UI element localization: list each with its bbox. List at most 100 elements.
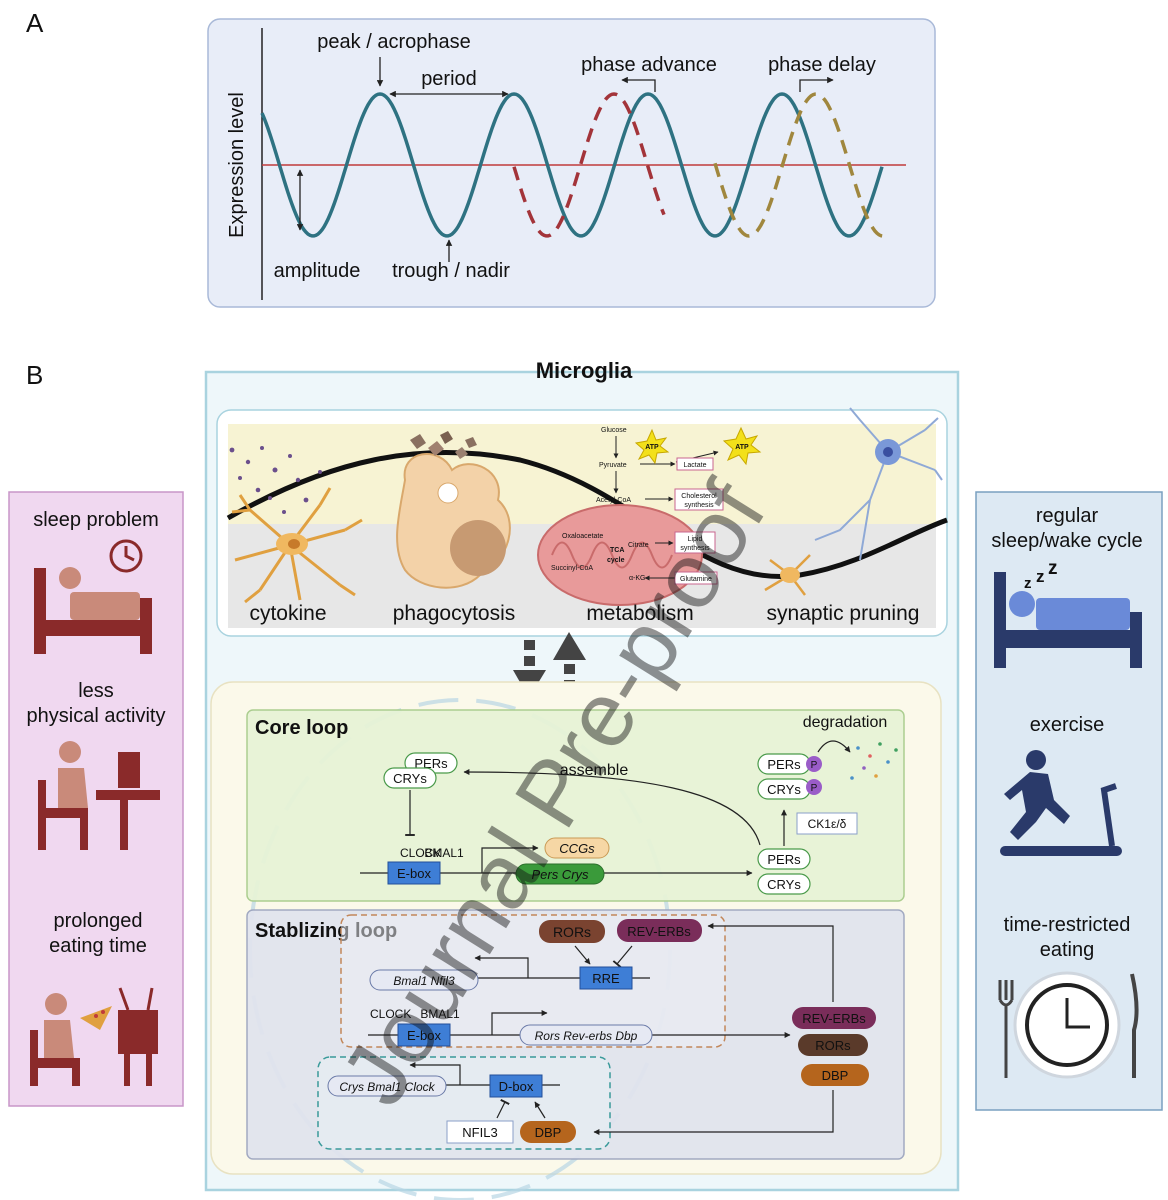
lactate-box (676, 457, 714, 471)
ebox2-arrow (491, 1010, 548, 1035)
atp-label-1: ATP (645, 444, 659, 451)
dbox-arrow (409, 1062, 461, 1085)
rre-label: RRE (592, 971, 620, 986)
y-axis-label: Expression level (226, 92, 248, 238)
feedback-arrow-top (707, 923, 834, 1002)
ebox-label: E-box (397, 866, 431, 881)
mitochondrion-icon (537, 504, 703, 606)
cytokine-dots (229, 446, 322, 514)
function-label-cytokine: cytokine (249, 602, 326, 625)
ror-module (340, 914, 726, 1048)
cycle-label: cycle (607, 557, 625, 564)
phase-advance-arrow (621, 76, 656, 92)
lactate-label: Lactate (684, 462, 707, 469)
exercise-icon (1000, 750, 1122, 856)
dbox-box (489, 1074, 543, 1098)
output-dbp-label: DBP (822, 1068, 849, 1083)
pers-pill-right (757, 848, 811, 870)
ebox-label-2: E-box (407, 1028, 441, 1043)
bmal1-nfil3-label: Bmal1 Nfil3 (393, 974, 455, 988)
crys-phos-label: CRYs (767, 782, 801, 797)
phase-delay-arrow (799, 76, 834, 92)
svg-text:z: z (1024, 575, 1032, 592)
glutamine-label: Glutamine (680, 576, 712, 583)
akg-label: α-KG (629, 575, 646, 582)
lipid-label-1: Lipid (688, 536, 703, 543)
glucose-label: Glucose (601, 427, 627, 434)
phase-delay-wave (713, 92, 891, 238)
oxaloacetate-label: Oxaloacetate (562, 533, 603, 540)
rev-erbs-inhibition (612, 945, 633, 968)
phosphate-label-1: P (811, 760, 818, 771)
period-label: period (421, 68, 477, 90)
rors-pill (539, 920, 605, 943)
pers-crys-label: Pers Crys (531, 867, 589, 882)
function-label-phagocytosis: phagocytosis (393, 602, 516, 625)
atp-star-2 (722, 426, 762, 466)
phase-delay-label: phase delay (768, 54, 876, 76)
microglia-cell-icon (231, 487, 363, 604)
acetyl-coa-label: Acetyl-CoA (596, 497, 631, 504)
physical-activity-icon (38, 741, 160, 850)
cholesterol-label-1: Cholesterol (681, 493, 717, 500)
sleep-problem-icon (34, 539, 152, 654)
lipid-label-2: synthesis (680, 545, 710, 552)
output-rors-label: RORs (815, 1038, 851, 1053)
glutamine-box (674, 571, 718, 585)
protector-exercise: exercise (1030, 714, 1104, 736)
core-loop-title: Core loop (255, 717, 348, 739)
assemble-label: assemble (560, 762, 629, 779)
pers-label-right: PERs (767, 852, 801, 867)
dbp-pill (520, 1121, 576, 1143)
function-label-synaptic-pruning: synaptic pruning (767, 602, 920, 625)
output-rev-erbs-pill (792, 1007, 876, 1029)
cholesterol-box (674, 488, 724, 511)
ccgs-label: CCGs (559, 841, 595, 856)
ebox-box-2 (397, 1023, 451, 1047)
metabolism-labels: Glucose Pyruvate Acetyl-CoA Oxaloacetate… (551, 427, 649, 582)
atp-star-1 (634, 428, 670, 465)
clock-label: CLOCK (400, 846, 441, 860)
degradation-label: degradation (803, 714, 888, 731)
crys-bmal1-clock-pill (327, 1075, 447, 1097)
succinyl-coa-label: Succinyl-CoA (551, 565, 593, 572)
crys-pill-right (757, 873, 811, 895)
phosphate-2 (806, 779, 822, 795)
day-band (228, 424, 936, 524)
neuron-icon (814, 407, 943, 561)
output-dbp-pill (801, 1064, 869, 1086)
nfil3-label: NFIL3 (462, 1125, 497, 1140)
rors-rev-dbp-label: Rors Rev-erbs Dbp (535, 1029, 638, 1043)
peak-label: peak / acrophase (317, 31, 470, 53)
lipid-box (674, 531, 716, 554)
pers-phos-label: PERs (767, 757, 801, 772)
kinase-label: CK1ε/δ (808, 817, 847, 831)
microglia-title: Microglia (536, 358, 633, 383)
rors-label: RORs (553, 924, 591, 940)
ccgs-pill (544, 837, 610, 859)
feedback-arrow-bottom (593, 1090, 834, 1135)
phosphate-1 (806, 756, 822, 772)
microglia-nucleus (288, 539, 300, 549)
function-label-metabolism: metabolism (586, 602, 693, 625)
tca-label: TCA (610, 547, 624, 554)
eating-time-icon (30, 987, 158, 1086)
trough-label: trough / nadir (392, 260, 510, 282)
ccgs-arrow (481, 845, 539, 873)
pruning-microglia-soma (780, 567, 800, 583)
pers-crys-pill (515, 863, 605, 885)
rev-erbs-pill (617, 919, 702, 942)
cholesterol-label-2: synthesis (684, 502, 714, 509)
pruning-microglia-icon (764, 554, 811, 596)
pers-label-top: PERs (414, 756, 448, 771)
degradation-particles (850, 742, 898, 780)
phase-advance-label: phase advance (581, 54, 717, 76)
amplitude-label: amplitude (274, 260, 361, 282)
panel-a-letter: A (26, 8, 44, 38)
ebox-box (387, 861, 441, 885)
kinase-box (796, 812, 858, 835)
atp-label-2: ATP (735, 444, 749, 451)
dbp-activation (534, 1101, 546, 1119)
